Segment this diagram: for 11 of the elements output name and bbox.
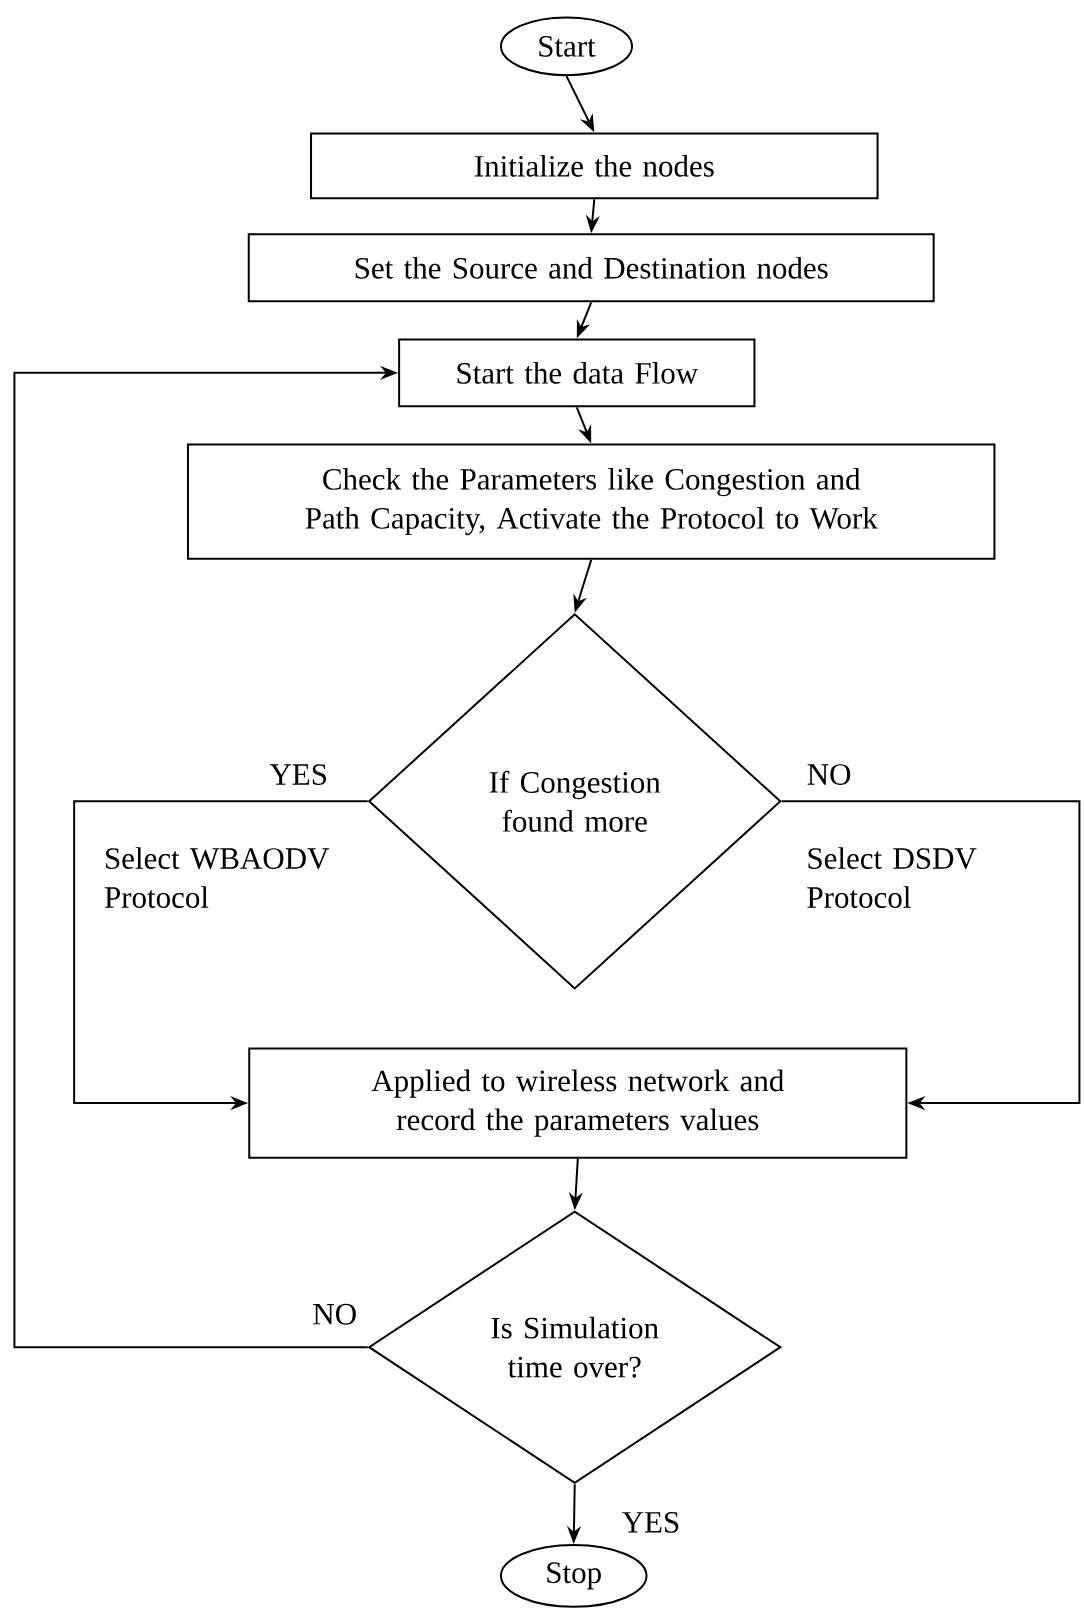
- process-box: Check the Parameters like Congestion and Path Capacity, Activate the Protocol to Work: [187, 443, 996, 560]
- edge-label: NO: [805, 762, 854, 787]
- process-box: Applied to wireless network and record the parameters values: [248, 1047, 908, 1159]
- process-box: Initialize the nodes: [310, 132, 879, 200]
- arrow: [780, 800, 1081, 1111]
- note-text: Select WBAODV Protocol: [105, 847, 330, 908]
- process-box: Set the Source and Destination nodes: [248, 233, 935, 303]
- edge-label: YES: [267, 762, 331, 787]
- process-box: Start the data Flow: [398, 338, 756, 408]
- edge-label: NO: [310, 1301, 360, 1327]
- edge-label: YES: [619, 1509, 683, 1535]
